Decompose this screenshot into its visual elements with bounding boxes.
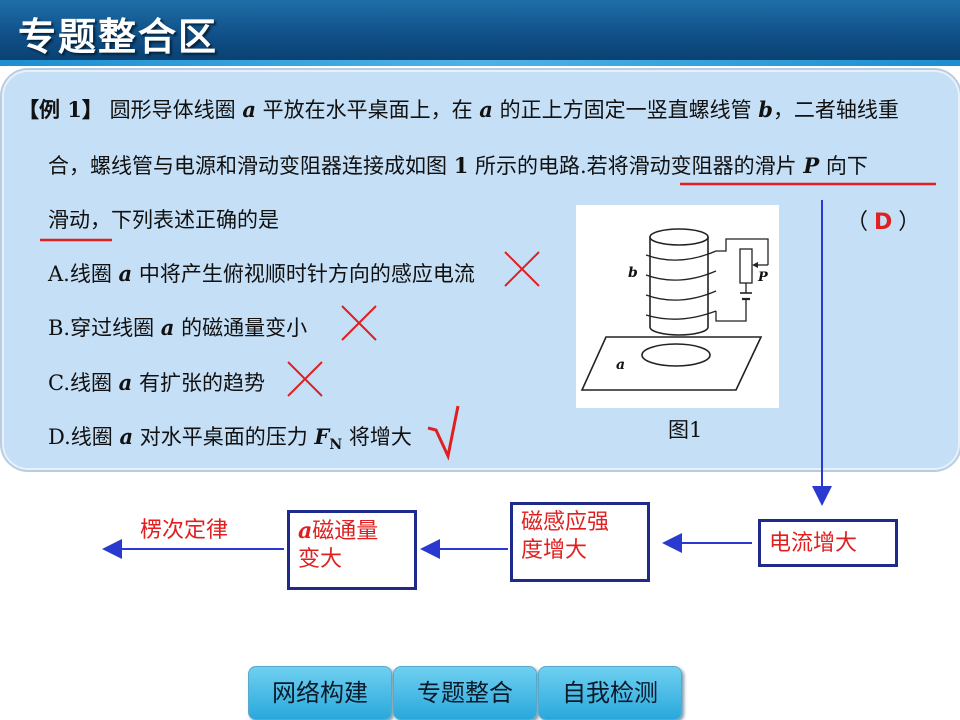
circuit-figure: b P a	[576, 205, 779, 408]
var-b: b	[758, 97, 773, 122]
question-line-1: 【例 1】 圆形导体线圈 a 平放在水平桌面上，在 a 的正上方固定一竖直螺线管…	[18, 94, 899, 124]
text: 圆形导体线圈	[109, 98, 243, 122]
flow-field-line1: 磁感应强	[521, 510, 610, 535]
text: 所示的电路.若将滑动变阻器的滑片	[468, 154, 804, 178]
wire-top	[716, 238, 769, 265]
bracket-open: （	[846, 210, 869, 235]
nav-network-build[interactable]: 网络构建	[248, 666, 392, 720]
text: 磁通量	[312, 519, 379, 544]
var-a: a	[298, 518, 313, 544]
var-f: F	[314, 424, 330, 449]
text: 有扩张的趋势	[132, 371, 265, 395]
fig-number: 1	[453, 153, 469, 178]
slider-arrow	[752, 262, 758, 268]
text: 合，螺线管与电源和滑动变阻器连接成如图	[48, 154, 454, 178]
text: 平放在水平桌面上，在	[255, 98, 480, 122]
solenoid-top	[649, 228, 709, 246]
check-mark-d	[427, 405, 460, 461]
option-c: C.线圈 a 有扩张的趋势	[48, 367, 265, 397]
text: 向下	[819, 154, 868, 178]
answer-bracket: （D）	[846, 204, 920, 236]
option-d: D.线圈 a 对水平桌面的压力 FN 将增大	[48, 421, 412, 453]
option-b: B.穿过线圈 a 的磁通量变小	[48, 312, 307, 342]
text: 的正上方固定一竖直螺线管	[492, 98, 759, 122]
solenoid-bottom	[649, 326, 709, 336]
winding	[645, 250, 717, 261]
nav-self-test[interactable]: 自我检测	[538, 666, 682, 720]
example-label: 【例 1】	[18, 97, 103, 122]
text: C.线圈	[48, 371, 119, 395]
cross-mark-c	[287, 361, 323, 397]
text: ，二者轴线重	[772, 98, 899, 122]
var-a: a	[160, 315, 175, 340]
label-b: b	[628, 265, 638, 281]
text: 将增大	[342, 425, 412, 449]
sub-n: N	[329, 437, 343, 454]
lenz-law-label: 楞次定律	[140, 518, 229, 543]
question-line-3: 滑动，下列表述正确的是	[48, 208, 279, 232]
text: 中将产生俯视顺时针方向的感应电流	[132, 262, 475, 286]
label-p: P	[757, 270, 769, 285]
option-a: A.线圈 a 中将产生俯视顺时针方向的感应电流	[48, 258, 475, 288]
flow-field-line2: 度增大	[521, 538, 588, 563]
coil-a-ring	[641, 343, 711, 367]
text: 的磁通量变小	[174, 316, 308, 340]
bracket-close: ）	[898, 210, 921, 235]
question-panel	[2, 70, 960, 470]
label-a: a	[616, 357, 625, 373]
flow-flux-line2: 变大	[298, 547, 343, 572]
circuit-diagram: b P a	[580, 228, 769, 391]
var-a: a	[118, 261, 133, 286]
var-a: a	[479, 97, 493, 122]
cross-mark-a	[504, 251, 540, 287]
page-title: 专题整合区	[18, 15, 219, 59]
nav-topic-integration[interactable]: 专题整合	[393, 666, 537, 720]
flow-flux-increase: a磁通量 变大	[287, 510, 417, 590]
winding	[645, 290, 717, 301]
var-p: P	[803, 153, 820, 178]
figure-caption: 图1	[668, 418, 703, 442]
var-a: a	[119, 424, 134, 449]
winding	[645, 310, 717, 320]
flow-current-increase: 电流增大	[758, 519, 898, 567]
flow-flux-line1: a磁通量	[298, 517, 406, 546]
text: A.线圈	[48, 262, 119, 286]
winding	[645, 270, 717, 281]
answer-value: D	[874, 210, 893, 235]
header-bar: 专题整合区	[0, 0, 960, 66]
cross-mark-b	[341, 305, 377, 341]
var-a: a	[118, 370, 133, 395]
var-a: a	[242, 97, 256, 122]
flow-field-increase: 磁感应强 度增大	[510, 502, 650, 582]
question-line-2: 合，螺线管与电源和滑动变阻器连接成如图 1 所示的电路.若将滑动变阻器的滑片 P…	[48, 150, 868, 180]
text: D.线圈	[48, 425, 120, 449]
text: 对水平桌面的压力	[133, 425, 315, 449]
header-band	[0, 60, 960, 66]
wire-bottom	[715, 299, 747, 322]
text: B.穿过线圈	[48, 316, 161, 340]
